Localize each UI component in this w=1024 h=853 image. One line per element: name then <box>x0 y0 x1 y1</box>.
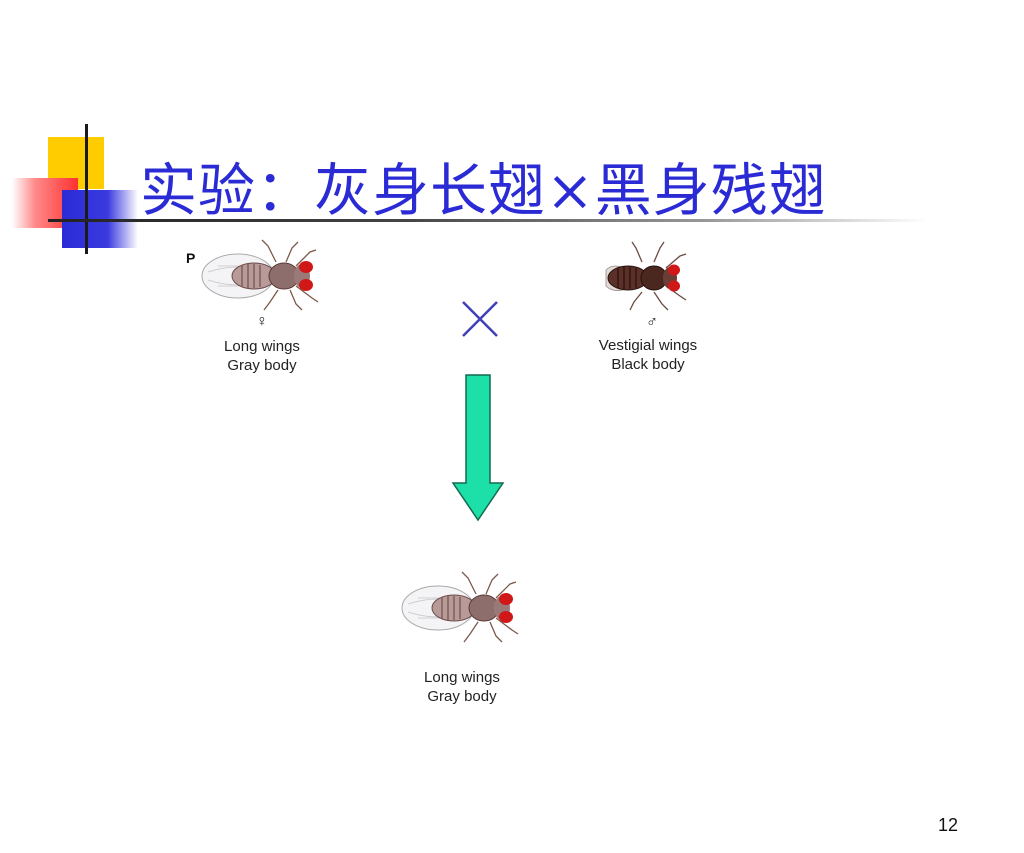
gray-long-winged-fly-icon <box>401 571 519 643</box>
black-vestigial-winged-fly-icon <box>605 241 687 311</box>
male-caption: Vestigial wings Black body <box>580 336 716 374</box>
gray-long-winged-fly-icon <box>201 239 319 311</box>
decor-vertical-line <box>85 124 88 254</box>
offspring-caption-line2: Gray body <box>427 688 497 705</box>
female-symbol: ♀ <box>256 313 268 330</box>
generation-label: P <box>186 250 196 266</box>
page-number: 12 <box>938 815 959 835</box>
male-caption-line1: Vestigial wings <box>598 337 698 354</box>
down-arrow-icon <box>451 374 505 522</box>
male-symbol: ♂ <box>646 314 658 331</box>
offspring-caption-line1: Long wings <box>424 669 500 686</box>
title-underline <box>48 219 928 222</box>
female-caption-line2: Gray body <box>227 357 297 374</box>
cross-icon <box>462 301 498 337</box>
slide-title: 实验：灰身长翅×黑身残翅 <box>140 158 827 224</box>
offspring-caption: Long wings Gray body <box>400 668 524 706</box>
male-caption-line2: Black body <box>611 356 685 373</box>
female-caption-line1: Long wings <box>224 338 300 355</box>
female-caption: Long wings Gray body <box>200 337 324 375</box>
